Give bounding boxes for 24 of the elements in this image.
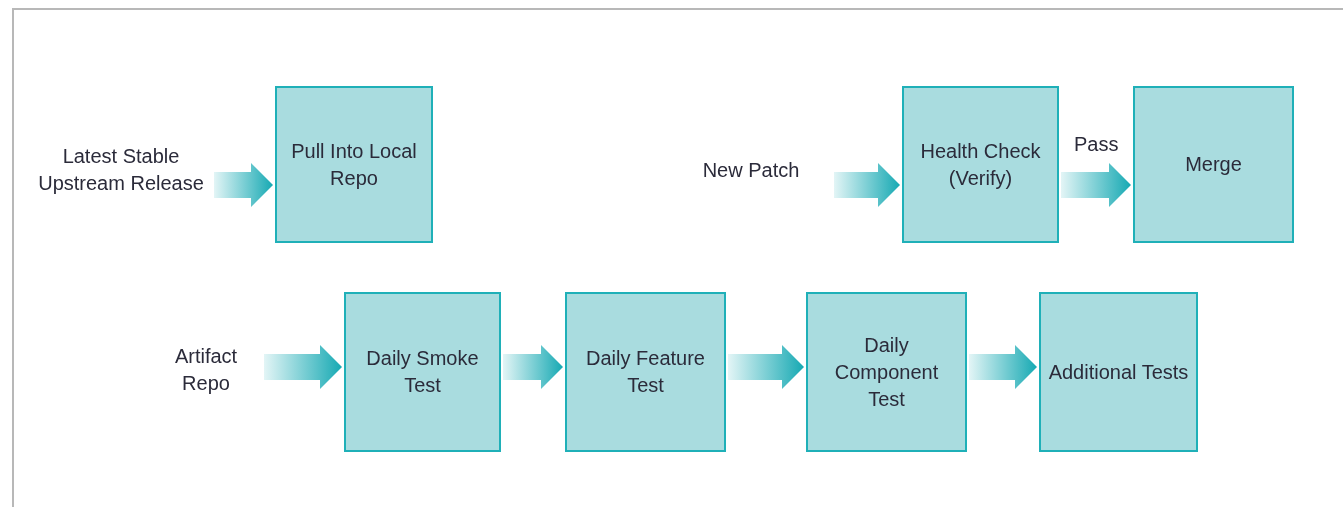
block-arrow — [1061, 163, 1131, 207]
box-label: Merge — [1184, 152, 1243, 177]
box-label: Daily Component Test — [833, 332, 940, 412]
box-label: Pull Into Local Repo — [290, 138, 418, 191]
block-arrow — [214, 163, 273, 207]
process-box — [1133, 86, 1294, 243]
process-box — [565, 292, 726, 452]
block-arrow — [834, 163, 900, 207]
process-box — [1039, 292, 1198, 452]
box-label: Health Check (Verify) — [919, 138, 1042, 191]
process-box — [806, 292, 967, 452]
source-label: New Patch — [701, 157, 801, 183]
box-label: Additional Tests — [1047, 359, 1190, 385]
block-arrow — [728, 345, 804, 389]
process-box — [902, 86, 1059, 243]
block-arrow — [969, 345, 1037, 389]
process-box — [344, 292, 501, 452]
box-label: Daily Smoke Test — [365, 346, 480, 398]
source-label: Latest Stable Upstream Release — [37, 144, 205, 196]
block-arrow — [503, 345, 563, 389]
source-label: Artifact Repo — [173, 344, 239, 396]
process-box — [275, 86, 433, 243]
box-label: Daily Feature Test — [585, 346, 706, 398]
block-arrow — [264, 345, 342, 389]
